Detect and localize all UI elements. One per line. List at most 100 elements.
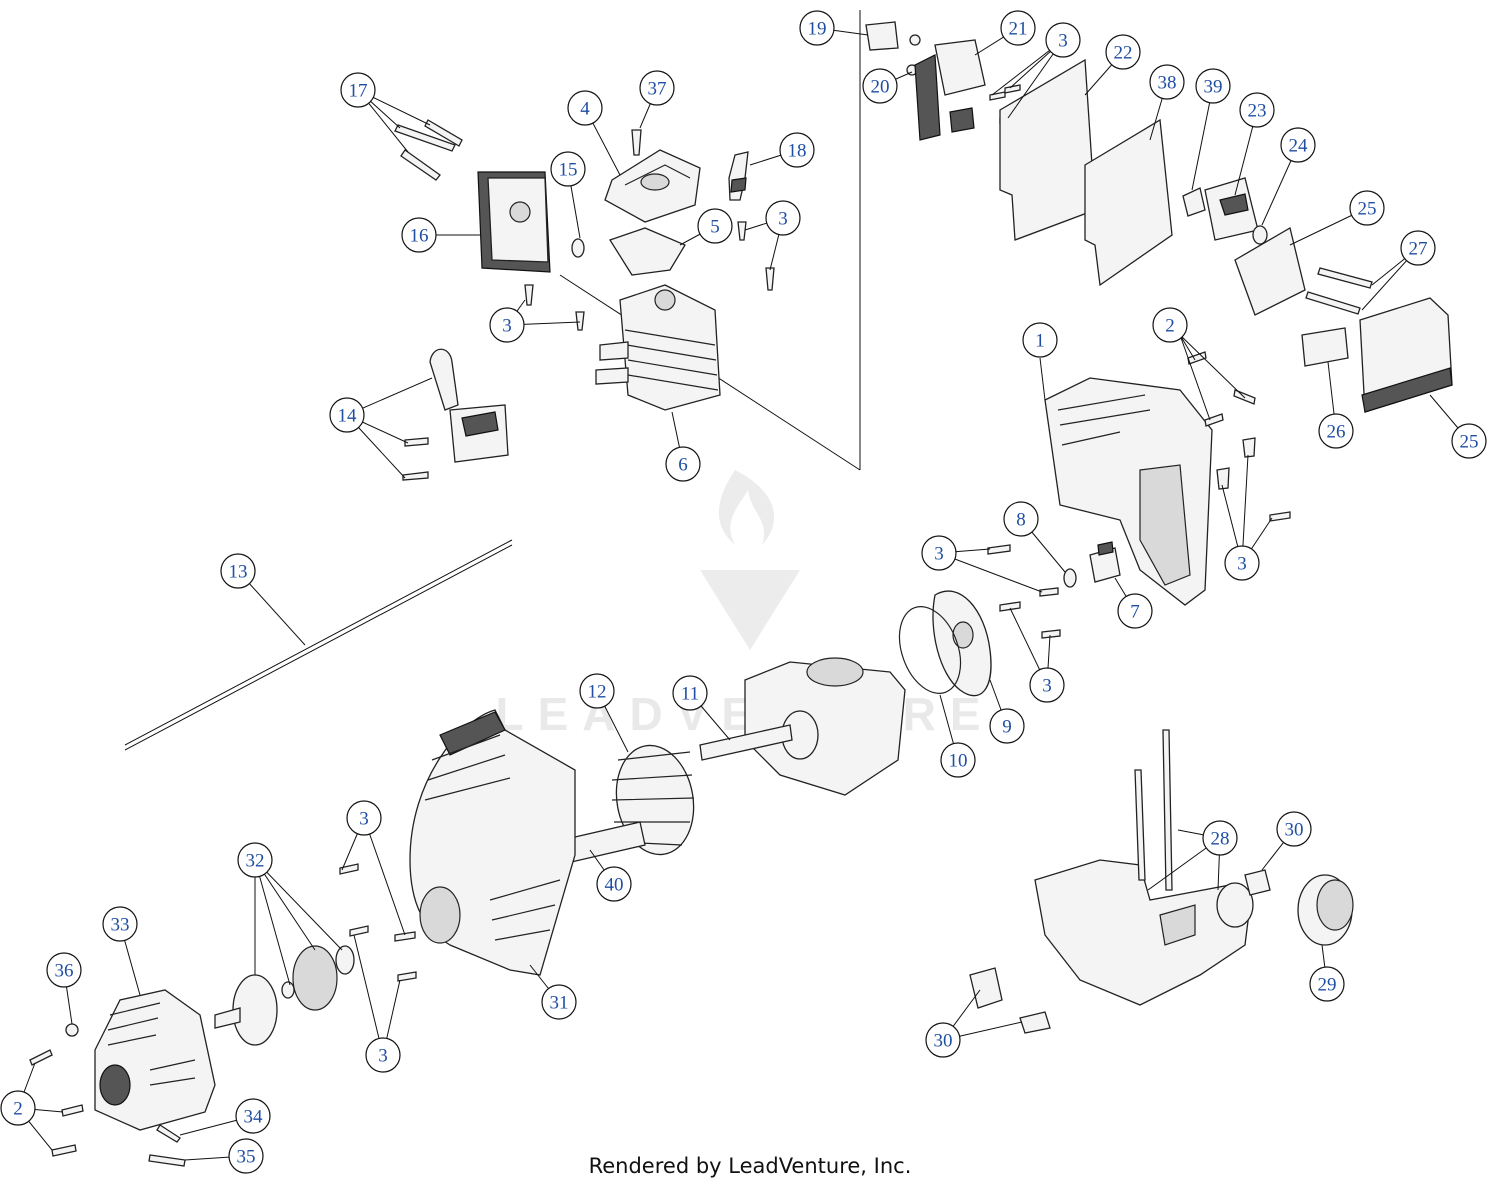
screw-2c	[1204, 413, 1224, 427]
screw-3k	[987, 544, 1011, 555]
callout-38[interactable]: 38	[1149, 64, 1185, 100]
callout-37[interactable]: 37	[639, 70, 675, 106]
bolt-27b	[1305, 291, 1361, 315]
callout-5[interactable]: 5	[697, 208, 733, 244]
callout-29[interactable]: 29	[1309, 966, 1345, 1002]
callout-27[interactable]: 27	[1400, 230, 1436, 266]
callout-2[interactable]: 2	[1152, 307, 1188, 343]
callout-18[interactable]: 18	[779, 132, 815, 168]
grommet-30c	[1019, 1011, 1051, 1034]
spark-plug	[728, 151, 749, 201]
callout-16[interactable]: 16	[401, 217, 437, 253]
callout-circle	[1202, 820, 1238, 856]
callout-circle	[0, 1090, 36, 1126]
callout-15[interactable]: 15	[550, 151, 586, 187]
clutch-housing	[94, 989, 216, 1131]
callout-33[interactable]: 33	[102, 906, 138, 942]
callout-34[interactable]: 34	[235, 1098, 271, 1134]
callout-24[interactable]: 24	[1280, 127, 1316, 163]
callout-label: 3	[1237, 554, 1247, 575]
callout-3[interactable]: 3	[1029, 667, 1065, 703]
callout-circle	[102, 906, 138, 942]
grommet-30b	[969, 967, 1003, 1009]
callout-circle	[1045, 22, 1081, 58]
callout-17[interactable]: 17	[340, 72, 376, 108]
callout-2[interactable]: 2	[0, 1090, 36, 1126]
fuel-line-b	[1162, 729, 1173, 891]
callout-30[interactable]: 30	[1276, 811, 1312, 847]
callout-circle	[921, 535, 957, 571]
callout-19[interactable]: 19	[799, 10, 835, 46]
screw-3d	[765, 267, 775, 291]
callout-6[interactable]: 6	[665, 446, 701, 482]
callout-circle	[1451, 423, 1487, 459]
callout-label: 28	[1211, 829, 1230, 850]
callout-4[interactable]: 4	[567, 90, 603, 126]
callout-circle	[596, 866, 632, 902]
callout-3[interactable]: 3	[489, 307, 525, 343]
recoil-starter	[409, 709, 576, 976]
callout-3[interactable]: 3	[365, 1037, 401, 1073]
parts	[29, 21, 1453, 1167]
callout-32[interactable]: 32	[237, 842, 273, 878]
screw-3e	[989, 91, 1006, 101]
callout-7[interactable]: 7	[1117, 593, 1153, 629]
callout-label: 2	[13, 1099, 23, 1120]
callout-circle	[799, 10, 835, 46]
callout-31[interactable]: 31	[541, 984, 577, 1020]
callout-12[interactable]: 12	[579, 673, 615, 709]
callout-label: 14	[338, 406, 358, 427]
callout-14[interactable]: 14	[329, 397, 365, 433]
callout-11[interactable]: 11	[672, 675, 708, 711]
callout-9[interactable]: 9	[989, 708, 1025, 744]
callout-3[interactable]: 3	[921, 535, 957, 571]
callout-circle	[235, 1098, 271, 1134]
callout-circle	[1003, 501, 1039, 537]
callouts: 1223333333345678910111213141516171819202…	[0, 10, 1487, 1174]
callout-25[interactable]: 25	[1349, 190, 1385, 226]
callout-label: 7	[1130, 602, 1140, 623]
callout-circle	[940, 742, 976, 778]
callout-40[interactable]: 40	[596, 866, 632, 902]
callout-23[interactable]: 23	[1239, 92, 1275, 128]
callout-circle	[1117, 593, 1153, 629]
gasket-plate	[1084, 118, 1173, 287]
callout-20[interactable]: 20	[862, 68, 898, 104]
callout-21[interactable]: 21	[1000, 10, 1036, 46]
callout-26[interactable]: 26	[1318, 413, 1354, 449]
callout-22[interactable]: 22	[1105, 34, 1141, 70]
callout-3[interactable]: 3	[1045, 22, 1081, 58]
callout-label: 3	[934, 544, 944, 565]
callout-label: 3	[378, 1046, 388, 1067]
callout-8[interactable]: 8	[1003, 501, 1039, 537]
callout-circle	[1000, 10, 1036, 46]
callout-circle	[340, 72, 376, 108]
ignition-coil	[429, 348, 509, 463]
callout-label: 2	[1165, 316, 1175, 337]
bolt-34	[156, 1124, 181, 1143]
callout-3[interactable]: 3	[1224, 545, 1260, 581]
callout-30[interactable]: 30	[925, 1022, 961, 1058]
callout-13[interactable]: 13	[220, 553, 256, 589]
callout-circle	[550, 151, 586, 187]
callout-circle	[237, 842, 273, 878]
screw-3a	[524, 284, 534, 306]
callout-circle	[1152, 307, 1188, 343]
callout-label: 18	[788, 141, 807, 162]
callout-3[interactable]: 3	[765, 200, 801, 236]
callout-39[interactable]: 39	[1195, 68, 1231, 104]
nut-36	[65, 1023, 79, 1037]
callout-label: 38	[1158, 73, 1177, 94]
carburetor	[1204, 177, 1259, 241]
callout-25[interactable]: 25	[1451, 423, 1487, 459]
gasket-10	[898, 606, 962, 694]
callout-3[interactable]: 3	[346, 800, 382, 836]
callout-1[interactable]: 1	[1022, 322, 1058, 358]
callout-label: 16	[410, 226, 429, 247]
callout-10[interactable]: 10	[940, 742, 976, 778]
callout-label: 12	[588, 682, 607, 703]
callout-35[interactable]: 35	[228, 1138, 264, 1174]
screw-3i	[1216, 467, 1230, 490]
callout-36[interactable]: 36	[46, 952, 82, 988]
callout-28[interactable]: 28	[1202, 820, 1238, 856]
